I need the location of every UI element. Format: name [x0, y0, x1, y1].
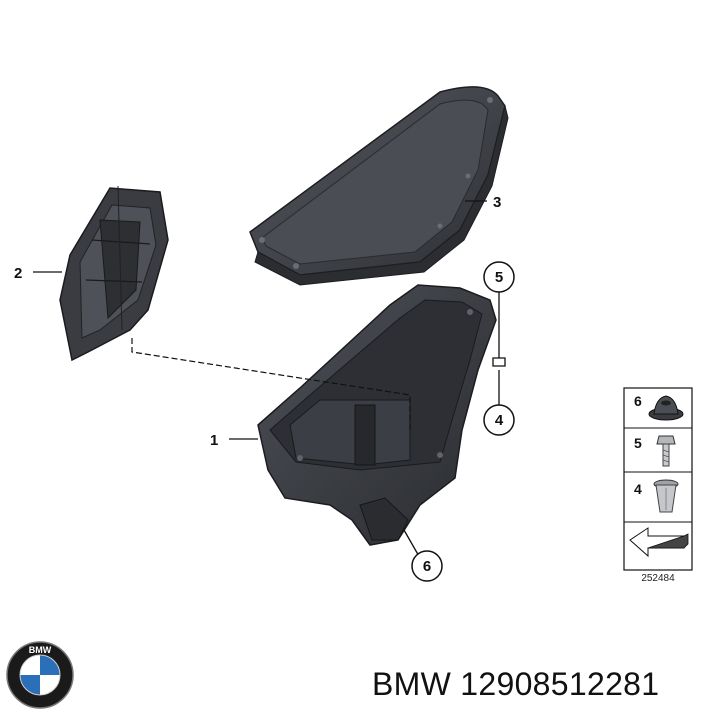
leader-lines [33, 200, 506, 559]
legend-arrow-icon [629, 527, 689, 558]
lid-cover-part-3 [249, 86, 509, 286]
svg-text:4: 4 [634, 481, 642, 497]
bolt-icon [656, 435, 676, 467]
reference-number: 252484 [641, 573, 675, 584]
svg-text:3: 3 [493, 194, 501, 211]
callout-2: 2 [14, 265, 22, 282]
callout-1: 1 [210, 432, 218, 449]
main-box-part-1 [131, 284, 497, 546]
clip-nut-icon [653, 479, 679, 513]
callout-5: 5 [483, 261, 515, 293]
bracket-part-2 [59, 185, 169, 362]
svg-text:6: 6 [634, 393, 642, 409]
svg-text:BMW: BMW [29, 645, 52, 655]
legend-row-clip-nut: 4 [634, 479, 679, 513]
svg-text:2: 2 [14, 265, 22, 282]
svg-text:4: 4 [495, 412, 504, 429]
callout-4: 4 [483, 404, 515, 436]
hardware-legend: 6 5 4 [623, 387, 693, 584]
part-number-title: BMW 12908512281 [372, 666, 660, 702]
grommet-icon [648, 395, 684, 421]
legend-row-grommet: 6 [634, 393, 684, 421]
legend-row-bolt: 5 [634, 435, 676, 467]
bmw-logo: BMW [5, 640, 75, 710]
svg-text:5: 5 [634, 435, 642, 451]
callout-6: 6 [411, 550, 443, 582]
svg-text:1: 1 [210, 432, 218, 449]
svg-text:6: 6 [423, 558, 431, 575]
callout-3: 3 [493, 194, 501, 211]
svg-text:5: 5 [495, 269, 503, 286]
